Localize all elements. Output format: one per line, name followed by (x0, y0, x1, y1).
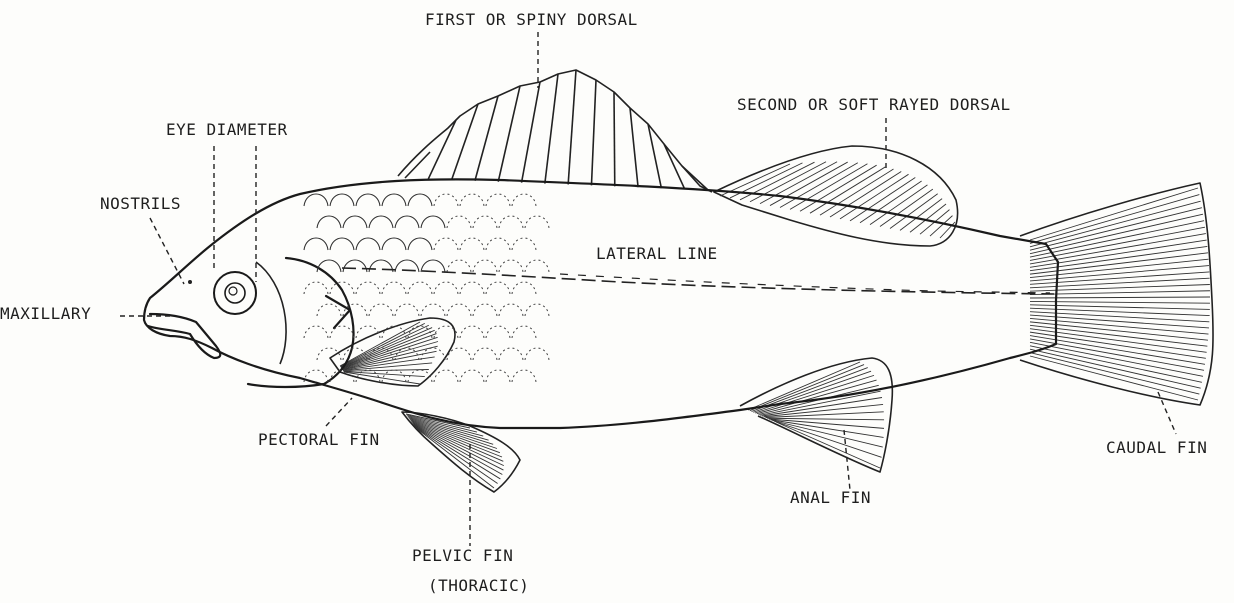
label-first-dorsal: FIRST OR SPINY DORSAL (425, 10, 638, 29)
label-maxillary: MAXILLARY (0, 304, 110, 323)
label-anal-fin: ANAL FIN (790, 488, 871, 507)
label-eye-diameter: EYE DIAMETER (166, 120, 288, 139)
second-dorsal-fin (714, 146, 958, 246)
label-nostrils: NOSTRILS (100, 194, 181, 213)
first-dorsal-fin (398, 70, 712, 192)
leader-pectoral (326, 398, 352, 426)
leader-lines (120, 32, 1176, 546)
leader-nostrils (150, 218, 184, 284)
nostrils (188, 280, 192, 284)
lateral-line (342, 268, 1054, 294)
fish-body (144, 179, 1058, 428)
label-second-dorsal: SECOND OR SOFT RAYED DORSAL (737, 95, 1011, 114)
label-pelvic-fin-note: (THORACIC) (428, 576, 529, 595)
label-pelvic-fin: PELVIC FIN (412, 546, 513, 565)
anal-fin (740, 358, 892, 472)
label-pectoral-fin: PECTORAL FIN (258, 430, 380, 449)
label-lateral-line: LATERAL LINE (596, 244, 718, 263)
eye (214, 272, 256, 314)
label-caudal-fin: CAUDAL FIN (1106, 438, 1207, 457)
